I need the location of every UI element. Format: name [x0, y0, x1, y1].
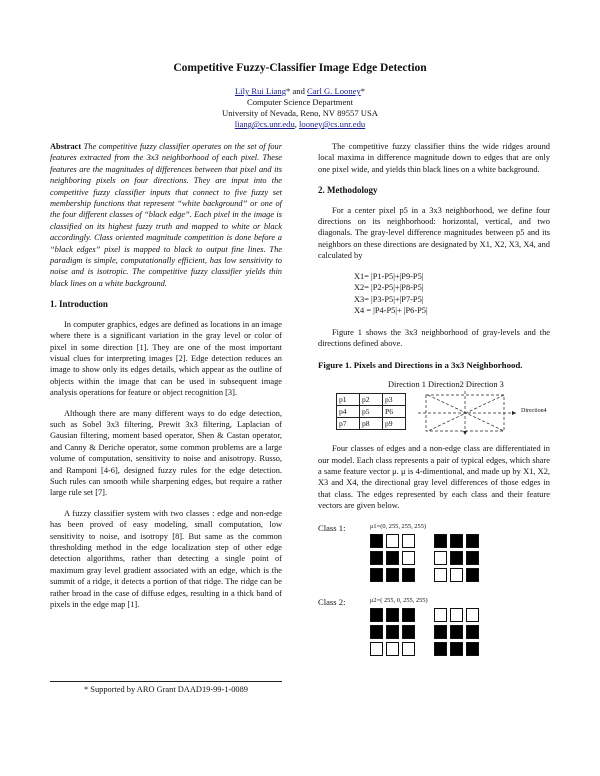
pattern-cell [450, 550, 463, 565]
intro-paragraph-2: Although there are many different ways t… [50, 408, 282, 498]
pattern-cell [434, 567, 447, 582]
direction-labels: Direction 1 Direction2 Direction 3 [388, 380, 504, 390]
pattern-cell [386, 550, 399, 565]
class-1-pattern-a [370, 533, 418, 584]
class-1-pattern-b [434, 533, 482, 584]
arrow-head [463, 431, 467, 436]
pattern-cell [370, 550, 383, 565]
equation-block: X1= |P1-P5|+|P9-P5| X2= |P2-P5|+|P8-P5| … [354, 271, 550, 317]
pattern-cell [370, 533, 383, 548]
pattern-cell [434, 533, 447, 548]
pattern-cell [370, 567, 383, 582]
left-column: Abstract The competitive fuzzy classifie… [50, 141, 282, 619]
email-separator: , [294, 119, 300, 129]
author-link-looney[interactable]: Carl G. Looney [307, 86, 361, 96]
right-column: The competitive fuzzy classifier thins t… [318, 141, 550, 673]
pixel-cell: p4 [336, 405, 360, 419]
direction-diagram [418, 391, 518, 436]
abstract-label: Abstract [50, 142, 82, 151]
pattern-cell [466, 641, 479, 656]
pattern-cell [466, 624, 479, 639]
pattern-cell [402, 533, 415, 548]
pattern-cell [386, 624, 399, 639]
figure-1-caption: Figure 1. Pixels and Directions in a 3x3… [318, 359, 523, 370]
class-1-label: Class 1: [318, 522, 346, 533]
pattern-cell [450, 567, 463, 582]
class-2-label: Class 2: [318, 596, 346, 607]
pixel-cell: p2 [359, 393, 383, 407]
email-link-liang[interactable]: liang@cs.unr.edu [234, 119, 295, 129]
pattern-cell [402, 550, 415, 565]
pixel-cell: p3 [382, 393, 406, 407]
paper-title: Competitive Fuzzy-Classifier Image Edge … [173, 62, 427, 74]
intro-paragraph-3: A fuzzy classifier system with two class… [50, 508, 282, 610]
pattern-cell [402, 641, 415, 656]
equation-x4: X4 = |P4-P5|+ |P6-P5| [354, 306, 428, 316]
pattern-cell [370, 607, 383, 622]
pattern-cell [450, 624, 463, 639]
email-link-looney[interactable]: looney@cs.unr.edu [299, 119, 366, 129]
author-star: * [360, 86, 366, 96]
pixel-cell: p8 [359, 417, 383, 431]
class-2-pattern-b [434, 607, 482, 658]
mu-2-label: μ2=( 255, 0, 255, 255) [370, 596, 428, 604]
figure-1: Direction 1 Direction2 Direction 3 p1 p2… [318, 379, 550, 436]
pattern-cell [386, 567, 399, 582]
figure-reference-paragraph: Figure 1 shows the 3x3 neighborhood of g… [318, 328, 550, 349]
pattern-cell [402, 624, 415, 639]
pattern-cell [450, 607, 463, 622]
pattern-cell [450, 533, 463, 548]
pattern-cell [466, 567, 479, 582]
direction-4-label: Direction4 [521, 408, 547, 415]
diagram-diagonal-2 [427, 394, 505, 432]
pattern-cell [450, 641, 463, 656]
author-block: Lily Rui Liang* and Carl G. Looney* Comp… [0, 86, 600, 130]
equation-x3: X3= |P3-P5|+|P7-P5| [354, 294, 424, 304]
methodology-heading: 2. Methodology [318, 185, 378, 196]
author-separator: * and [286, 86, 308, 96]
methodology-paragraph: For a center pixel p5 in a 3x3 neighborh… [318, 205, 550, 261]
pixel-cell: P6 [382, 405, 406, 419]
intro-heading: 1. Introduction [50, 299, 108, 310]
pattern-cell [434, 641, 447, 656]
pattern-cell [386, 607, 399, 622]
equation-x2: X2= |P2-P5|+|P8-P5| [354, 283, 424, 293]
pattern-cell [434, 624, 447, 639]
mu-1-label: μ1=(0, 255, 255, 255) [370, 522, 427, 530]
pixel-grid: p1 p2 p3 p4 p5 P6 p7 p8 p9 [336, 393, 406, 431]
pattern-cell [386, 641, 399, 656]
pattern-cell [386, 533, 399, 548]
abstract-text: The competitive fuzzy classifier operate… [50, 142, 282, 288]
pattern-cell [370, 641, 383, 656]
class-2-figure: Class 2: μ2=( 255, 0, 255, 255) [318, 595, 550, 673]
department: Computer Science Department [247, 97, 353, 107]
pattern-cell [402, 567, 415, 582]
pixel-cell: p7 [336, 417, 360, 431]
pattern-cell [370, 624, 383, 639]
equation-x1: X1= |P1-P5|+|P9-P5| [354, 271, 424, 281]
pattern-cell [466, 550, 479, 565]
footnote: * Supported by ARO Grant DAAD19-99-1-008… [50, 681, 282, 694]
author-link-liang[interactable]: Lily Rui Liang [234, 86, 287, 96]
pixel-cell: p5 [359, 405, 383, 419]
pixel-cell: p9 [382, 417, 406, 431]
class-2-pattern-a [370, 607, 418, 658]
pattern-cell [466, 607, 479, 622]
right-paragraph-1: The competitive fuzzy classifier thins t… [318, 142, 550, 174]
pattern-cell [402, 607, 415, 622]
intro-paragraph-1: In computer graphics, edges are defined … [50, 319, 282, 398]
pattern-cell [434, 607, 447, 622]
abstract: Abstract The competitive fuzzy classifie… [50, 141, 282, 289]
pattern-cell [434, 550, 447, 565]
university: University of Nevada, Reno, NV 89557 USA [222, 108, 378, 118]
class-1-figure: Class 1: μ1=(0, 255, 255, 255) [318, 521, 550, 599]
classes-paragraph: Four classes of edges and a non-edge cla… [318, 444, 550, 511]
pixel-cell: p1 [336, 393, 360, 407]
pattern-cell [466, 533, 479, 548]
arrow-head [512, 411, 516, 416]
